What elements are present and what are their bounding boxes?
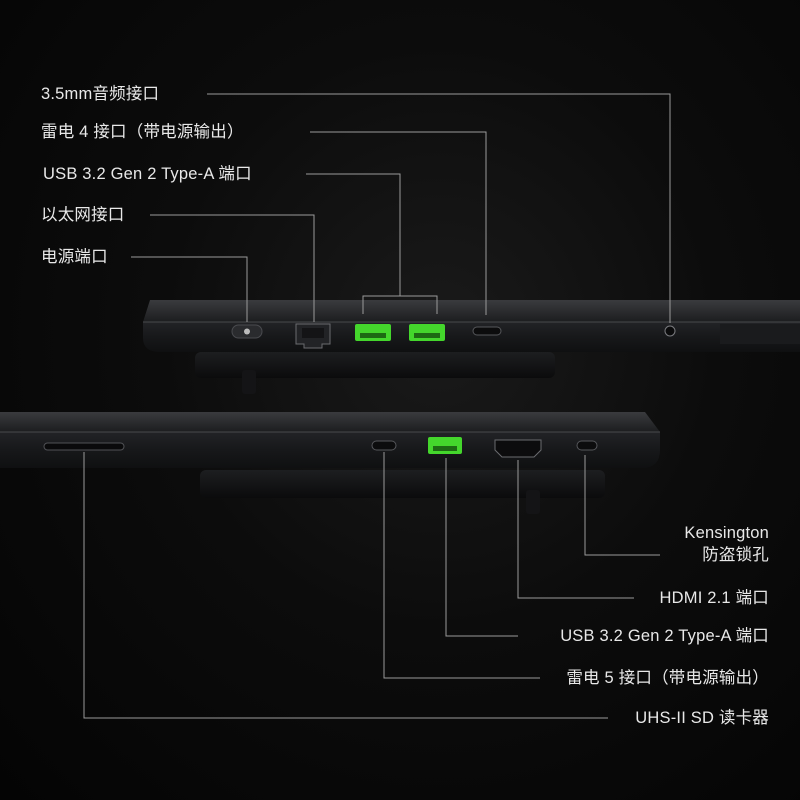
usb-a-port-1 xyxy=(355,324,391,341)
thunderbolt-4-port xyxy=(472,326,502,336)
label-ethernet: 以太网接口 xyxy=(41,206,125,224)
sd-card-slot xyxy=(43,442,125,451)
label-audio-jack: 3.5mm音频接口 xyxy=(41,85,160,103)
label-thunderbolt-4: 雷电 4 接口（带电源输出） xyxy=(41,123,244,141)
label-usb-a-top: USB 3.2 Gen 2 Type-A 端口 xyxy=(43,165,252,183)
thunderbolt-5-port xyxy=(371,440,397,451)
leader-lines-bottom xyxy=(83,452,660,719)
label-usb-a-bottom: USB 3.2 Gen 2 Type-A 端口 xyxy=(560,627,769,645)
audio-jack xyxy=(664,325,676,337)
label-hdmi: HDMI 2.1 端口 xyxy=(659,589,769,607)
laptop-right-side xyxy=(0,412,660,514)
hdmi-port xyxy=(494,439,542,458)
laptop-left-side xyxy=(143,300,800,394)
label-thunderbolt-5: 雷电 5 接口（带电源输出） xyxy=(566,669,769,687)
label-sd-reader: UHS-II SD 读卡器 xyxy=(635,709,769,727)
label-kensington-line1: Kensington xyxy=(684,524,769,542)
usb-a-port-3 xyxy=(428,437,462,454)
label-kensington-line2: 防盗锁孔 xyxy=(702,546,769,564)
leader-lines-top xyxy=(131,93,671,323)
label-power-port: 电源端口 xyxy=(41,248,108,266)
usb-a-port-2 xyxy=(409,324,445,341)
kensington-slot xyxy=(576,440,598,451)
